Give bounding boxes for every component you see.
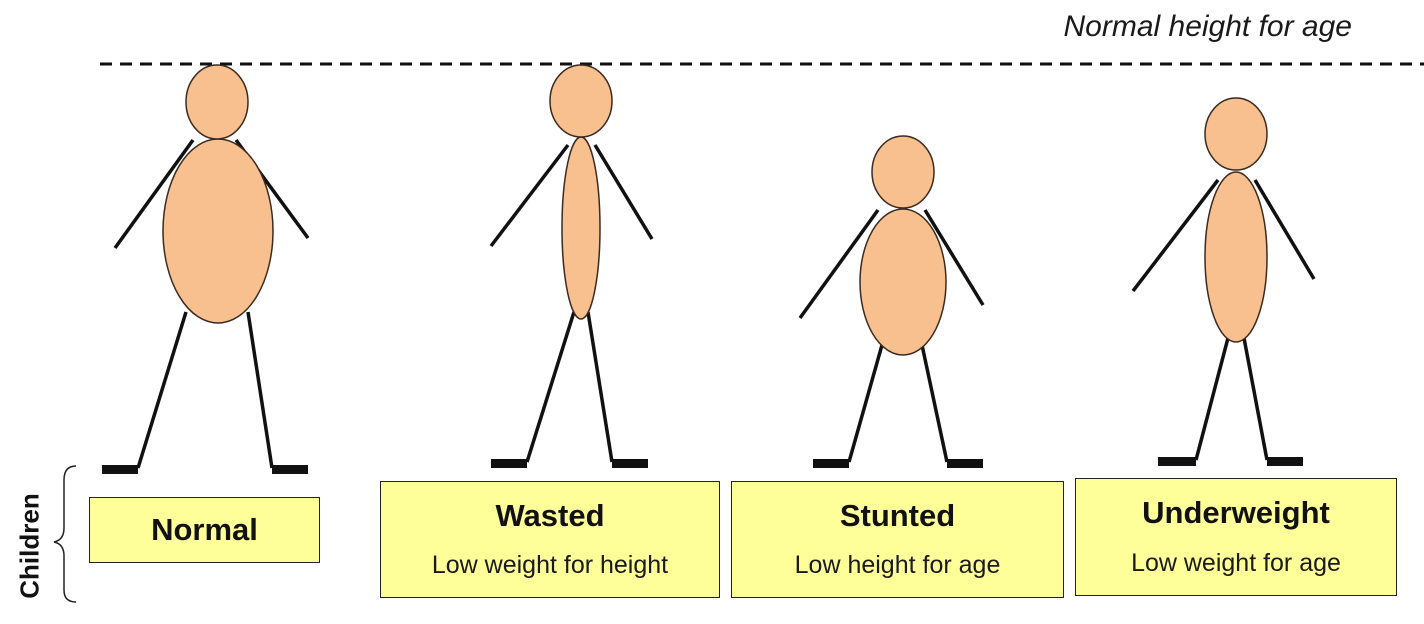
right-foot	[612, 459, 648, 468]
body	[1205, 172, 1267, 342]
stunted-title: Stunted	[840, 499, 955, 533]
left-arm	[491, 145, 568, 246]
left-foot	[491, 459, 527, 468]
underweight-subtitle: Low weight for age	[1131, 549, 1341, 578]
wasted-subtitle: Low weight for height	[432, 551, 668, 580]
left-leg	[527, 312, 574, 462]
figure-wasted	[491, 65, 652, 468]
normal-title: Normal	[151, 513, 258, 547]
body	[163, 139, 273, 323]
label-box-stunted: Stunted Low height for age	[731, 481, 1064, 598]
label-box-normal: Normal	[89, 497, 320, 563]
children-brace	[54, 466, 76, 602]
head	[186, 65, 248, 139]
body	[860, 209, 946, 355]
label-box-underweight: Underweight Low weight for age	[1075, 478, 1397, 596]
right-foot	[1267, 457, 1303, 466]
label-box-wasted: Wasted Low weight for height	[380, 481, 720, 598]
left-foot	[813, 459, 849, 468]
wasted-title: Wasted	[495, 499, 604, 533]
reference-line-label: Normal height for age	[1064, 10, 1353, 44]
left-foot	[1158, 457, 1196, 466]
right-foot	[947, 459, 983, 468]
right-leg	[922, 345, 947, 462]
right-arm	[595, 145, 652, 239]
left-leg	[849, 345, 882, 462]
stunted-subtitle: Low height for age	[795, 551, 1001, 580]
figure-underweight	[1133, 98, 1314, 466]
figure-normal	[102, 65, 308, 474]
right-leg	[588, 312, 612, 462]
left-leg	[138, 312, 186, 468]
head	[872, 136, 934, 208]
right-leg	[1244, 338, 1267, 460]
right-leg	[248, 312, 272, 468]
body	[562, 137, 600, 319]
underweight-title: Underweight	[1142, 496, 1330, 530]
head	[550, 65, 612, 137]
left-leg	[1196, 338, 1228, 460]
figure-stunted	[800, 136, 983, 468]
children-group-label: Children	[15, 493, 46, 598]
right-foot	[272, 465, 308, 474]
left-foot	[102, 465, 138, 474]
head	[1205, 98, 1267, 170]
